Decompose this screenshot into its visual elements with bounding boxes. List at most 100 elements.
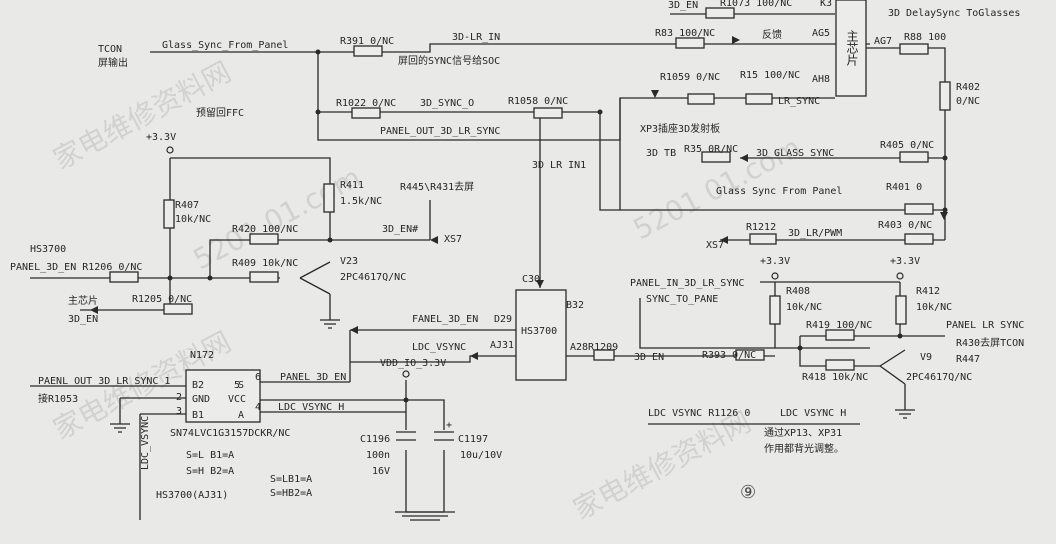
label-b2: B2 (192, 380, 204, 391)
arrow-icon (940, 212, 948, 220)
label-b1: B1 (192, 410, 204, 421)
label-r412a: R412 (916, 286, 940, 297)
power-node-icon (402, 370, 410, 378)
label-ldc-vsync: LDC_VSYNC (412, 342, 466, 353)
label-3d-lr-in: 3D-LR_IN (452, 32, 500, 43)
resistor (249, 271, 279, 283)
chips: + (185, 0, 867, 441)
ground-symbols (110, 319, 915, 521)
label-3d-lr-in1: 3D LR IN1 (532, 160, 586, 171)
label-k3: K3 (820, 0, 832, 9)
ground-icon (110, 423, 130, 433)
label-v23b: 2PC4617Q/NC (340, 272, 406, 283)
label-pin6: 6 (255, 372, 261, 383)
label-r391: R391 0/NC (340, 36, 394, 47)
label-hs3700-a: HS3700 (30, 244, 66, 255)
arrow-icon (90, 306, 98, 314)
label-xs7-a: XS7 (444, 234, 462, 245)
label-c30: C30 (522, 274, 540, 285)
resistors (109, 7, 951, 371)
junction-dots (167, 49, 948, 403)
label-r408a: R408 (786, 286, 810, 297)
resistor (745, 93, 773, 105)
label-gnd: GND (192, 394, 210, 405)
label-ag5: AG5 (812, 28, 830, 39)
label-main-chip-a: 主芯片 (68, 294, 98, 307)
label-sl: S=L B1=A (186, 450, 234, 461)
label-3v3-a: +3.3V (146, 132, 176, 143)
label-c1196b: 100n (366, 450, 390, 461)
label-r401: R401 0 (886, 182, 922, 193)
label-paenl-out: PAENL_OUT_3D_LR_SYNC 1 (38, 376, 170, 387)
arrow-icon (732, 36, 740, 44)
resistor (825, 329, 855, 341)
resistor (675, 37, 705, 49)
resistor (351, 107, 381, 119)
label-n172: N172 (190, 350, 214, 361)
label-r430: R430去屏TCON (956, 337, 1024, 349)
label-r407a: R407 (175, 200, 199, 211)
resistor (593, 349, 615, 361)
label-ldc-vsync-vert: LDC_VSYNC (140, 416, 151, 470)
ground-icon (895, 409, 915, 419)
label-page-num: ⑨ (740, 482, 756, 503)
resistor (749, 233, 777, 245)
power-node-icon (896, 272, 904, 280)
power-node-icon (166, 146, 174, 154)
resistor (163, 199, 175, 229)
resistor (899, 151, 929, 163)
label-s-pin: S (238, 380, 244, 391)
label-glass-sync-from-panel: Glass_Sync_From_Panel (162, 40, 288, 51)
arrow-icon (470, 352, 478, 360)
resistor (701, 151, 731, 163)
arrows (90, 36, 948, 360)
label-r409: R409 10k/NC (232, 258, 298, 269)
label-3d-en-right: 3D EN (634, 352, 664, 363)
svg-text:+: + (446, 420, 452, 431)
label-xp3-board: XP3插座3D发射板 (640, 122, 720, 135)
label-r35: R35 0R/NC (684, 144, 738, 155)
label-lr-sync: LR_SYNC (778, 96, 820, 107)
label-3d-en-hash: 3D_EN# (382, 224, 418, 235)
label-slb1: S=LB1=A (270, 474, 312, 485)
label-main-chip-box: 主芯片 (845, 30, 859, 66)
resistor (323, 183, 335, 213)
label-r419: R419 100/NC (806, 320, 872, 331)
label-panel-3d-en2: PANEL_3D_EN (280, 372, 346, 383)
label-soc-sync: 屏回的SYNC信号给SOC (398, 54, 500, 67)
resistor (705, 7, 735, 19)
label-3d-en-left: 3D_EN (68, 314, 98, 325)
label-pin4: 4 (255, 402, 261, 413)
label-r412b: 10k/NC (916, 302, 952, 313)
label-r405: R405 0/NC (880, 140, 934, 151)
label-panel-in-sync: PANEL_IN_3D_LR_SYNC (630, 278, 744, 289)
label-2pc-v9: 2PC4617Q/NC (906, 372, 972, 383)
label-3v3-c: +3.3V (890, 256, 920, 267)
label-glass-sync-panel2: Glass Sync From Panel (716, 186, 842, 197)
label-pin2: 2 (176, 392, 182, 403)
label-c1196a: C1196 (360, 434, 390, 445)
label-r1058: R1058 0/NC (508, 96, 568, 107)
label-3v3-b: +3.3V (760, 256, 790, 267)
label-16v: 16V (372, 466, 390, 477)
watermark-text: 家电维修资料网 (568, 405, 757, 526)
label-ah8: AH8 (812, 74, 830, 85)
label-d29: D29 (494, 314, 512, 325)
arrow-icon (430, 236, 438, 244)
label-tcon2: 屏输出 (98, 56, 128, 69)
label-ag7: AG7 (874, 36, 892, 47)
label-b32: B32 (566, 300, 584, 311)
label-shb2: S=HB2=A (270, 488, 312, 499)
resistor (895, 295, 907, 325)
resistor (735, 349, 765, 361)
label-jie-r1053: 接R1053 (38, 392, 78, 405)
label-ldc-vsync-h: LDC_VSYNC_H (278, 402, 344, 413)
label-r403: R403 0/NC (878, 220, 932, 231)
resistor (939, 81, 951, 111)
label-reserve-ffc: 预留回FFC (196, 106, 244, 119)
label-r88: R88 100 (904, 32, 946, 43)
resistor (687, 93, 715, 105)
label-a28: A28R1209 (570, 342, 618, 353)
label-sn74: SN74LVC1G3157DCKR/NC (170, 428, 290, 439)
label-hs3700-chip: HS3700 (521, 326, 557, 337)
